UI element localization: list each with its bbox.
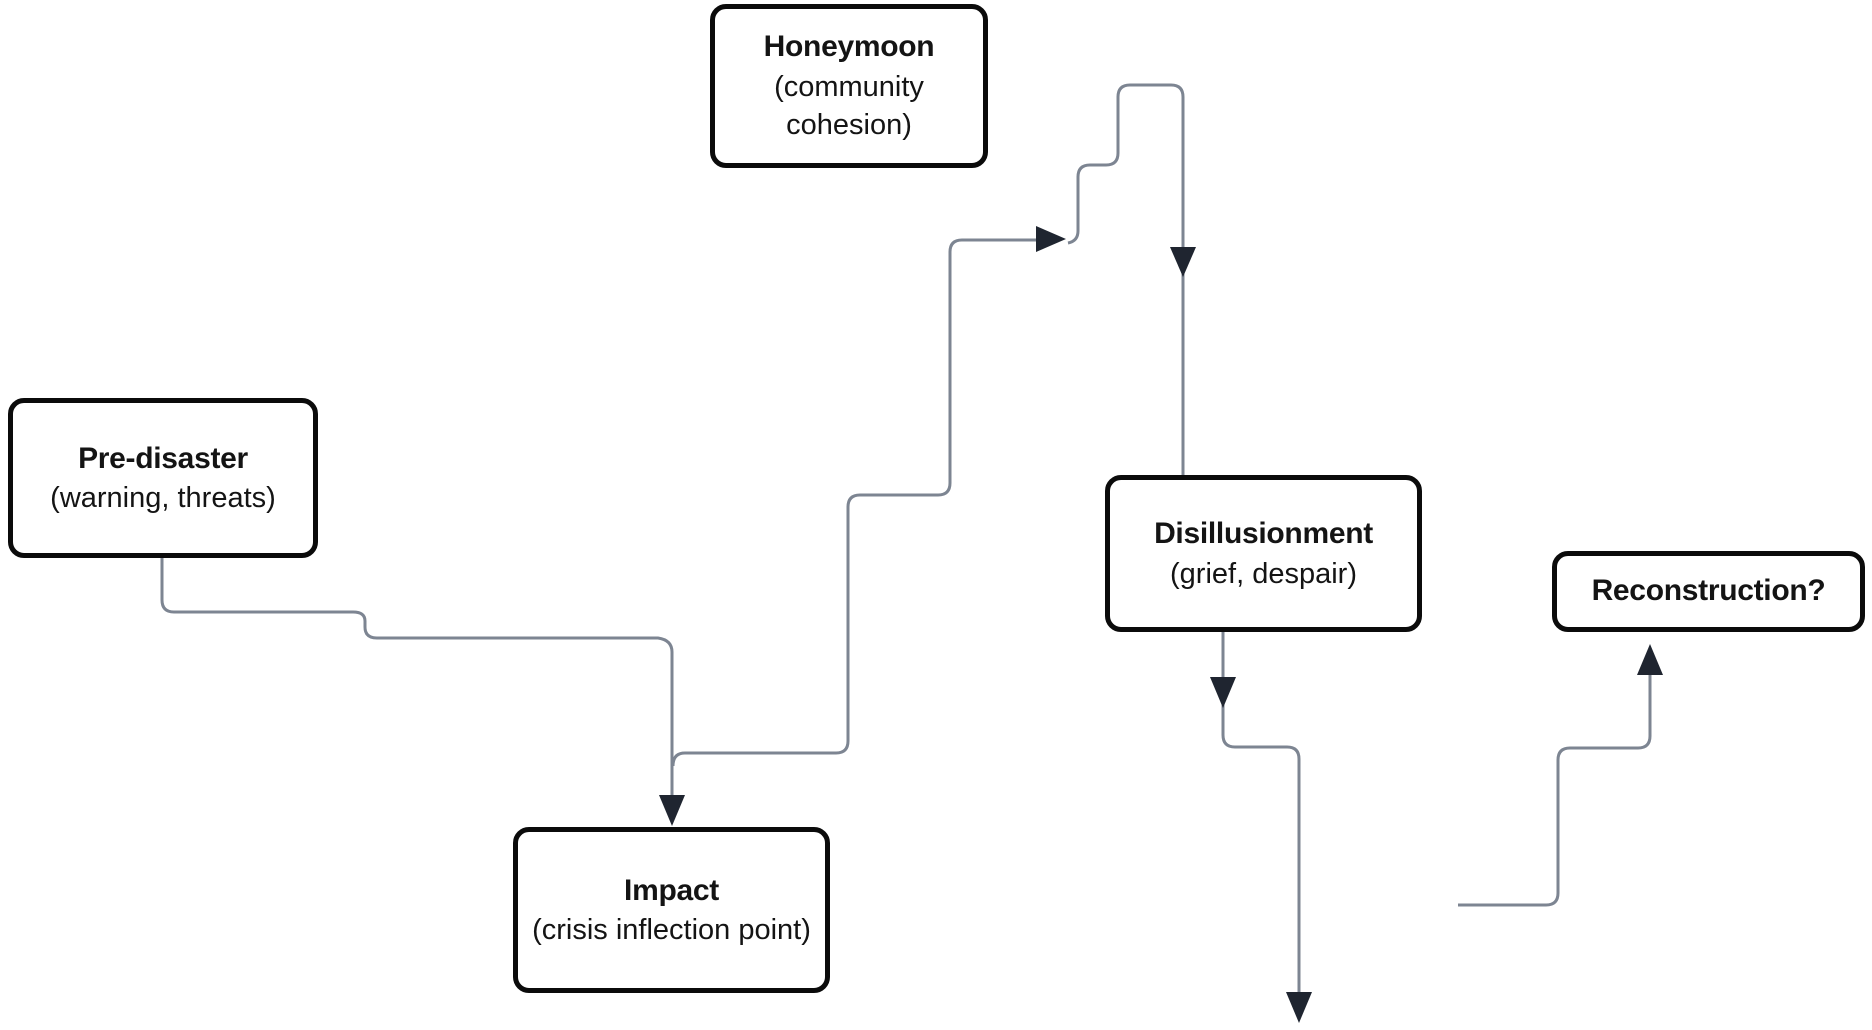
node-disillusionment-subtitle: (grief, despair) — [1170, 557, 1357, 590]
arrowhead-down-to-disillusionment-icon — [1170, 247, 1196, 277]
edge-disillusionment-decline — [1221, 632, 1301, 1000]
node-reconstruction-title: Reconstruction? — [1591, 574, 1826, 608]
edge-impact-to-honeymoon-peak — [671, 238, 1038, 767]
node-honeymoon-title: Honeymoon — [763, 30, 935, 64]
node-pre-disaster-title: Pre-disaster — [78, 441, 248, 475]
node-pre-disaster-subtitle: (warning, threats) — [50, 482, 276, 515]
node-pre-disaster: Pre-disaster (warning, threats) — [8, 398, 318, 558]
node-honeymoon: Honeymoon (community cohesion) — [710, 4, 988, 168]
node-honeymoon-subtitle: (community cohesion) — [774, 70, 924, 142]
node-disillusionment: Disillusionment (grief, despair) — [1105, 475, 1422, 632]
node-impact: Impact (crisis inflection point) — [513, 827, 830, 993]
arrowhead-into-reconstruction-icon — [1637, 644, 1663, 675]
node-impact-title: Impact — [624, 873, 719, 907]
edge-recovery-to-reconstruction — [1458, 655, 1652, 907]
arrowhead-below-disillusionment-icon — [1210, 677, 1236, 708]
node-reconstruction: Reconstruction? — [1552, 551, 1865, 632]
arrowhead-into-impact-icon — [659, 795, 685, 826]
edge-peak-to-disillusionment — [1067, 83, 1185, 475]
node-impact-subtitle: (crisis inflection point) — [532, 914, 811, 947]
arrowhead-right-at-peak-base-icon — [1036, 226, 1066, 252]
edge-pre-disaster-to-impact — [160, 557, 674, 800]
node-disillusionment-title: Disillusionment — [1154, 517, 1373, 551]
arrowhead-decline-end-icon — [1286, 992, 1312, 1023]
